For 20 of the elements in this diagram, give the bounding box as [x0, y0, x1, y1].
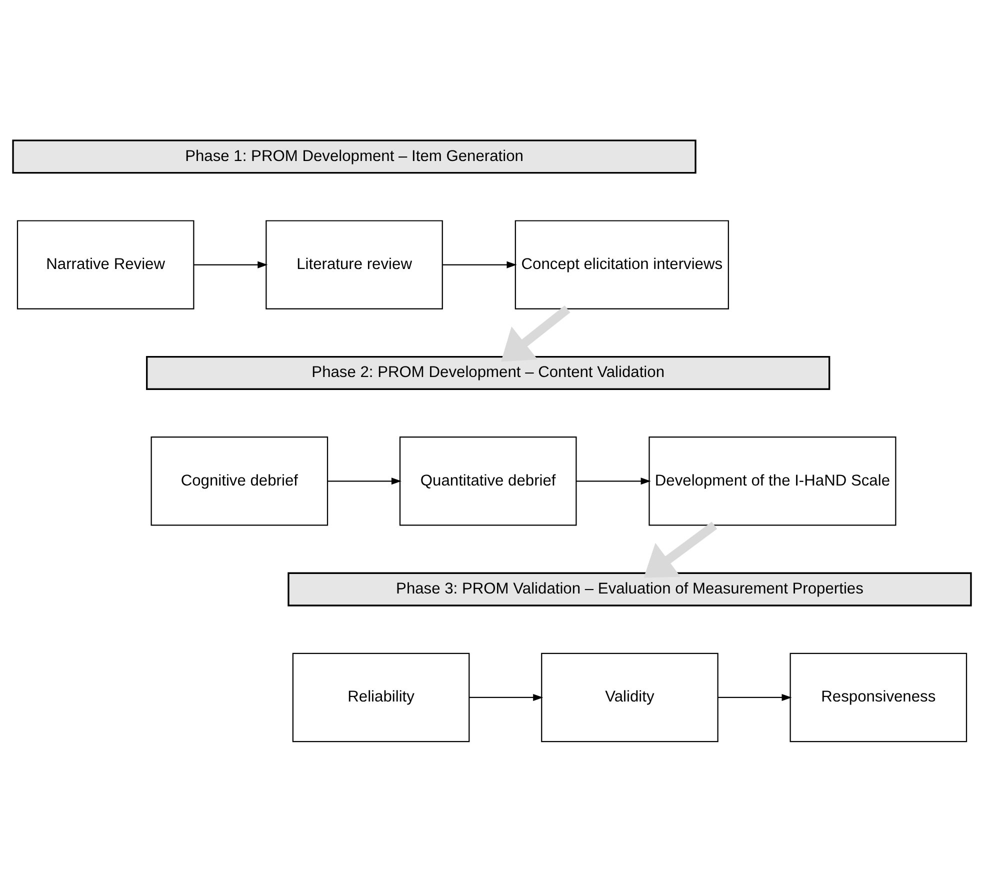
node-box: Reliability	[292, 652, 470, 742]
arrow	[442, 260, 517, 268]
node-box: Validity	[541, 652, 718, 742]
arrow	[718, 693, 792, 700]
arrow	[194, 260, 268, 268]
node-box: Quantitative debrief	[399, 436, 577, 526]
node-box: Concept elicitation interviews	[514, 220, 729, 309]
node-box: Phase 1: PROM Development – Item Generation	[12, 139, 696, 174]
node-box: Responsiveness	[790, 652, 968, 742]
node-box: Phase 2: PROM Development – Content Validation	[146, 355, 830, 390]
node-box: Narrative Review	[16, 220, 194, 309]
arrow	[501, 305, 570, 362]
arrow	[469, 693, 544, 700]
node-box: Phase 3: PROM Validation – Evaluation of Measurement Properties	[288, 572, 972, 606]
arrow	[576, 477, 651, 484]
arrow	[328, 477, 402, 484]
node-box: Cognitive debrief	[150, 436, 328, 526]
arrow	[644, 521, 718, 578]
node-box: Literature review	[266, 220, 443, 309]
node-box: Development of the I-HaND Scale	[648, 436, 896, 526]
